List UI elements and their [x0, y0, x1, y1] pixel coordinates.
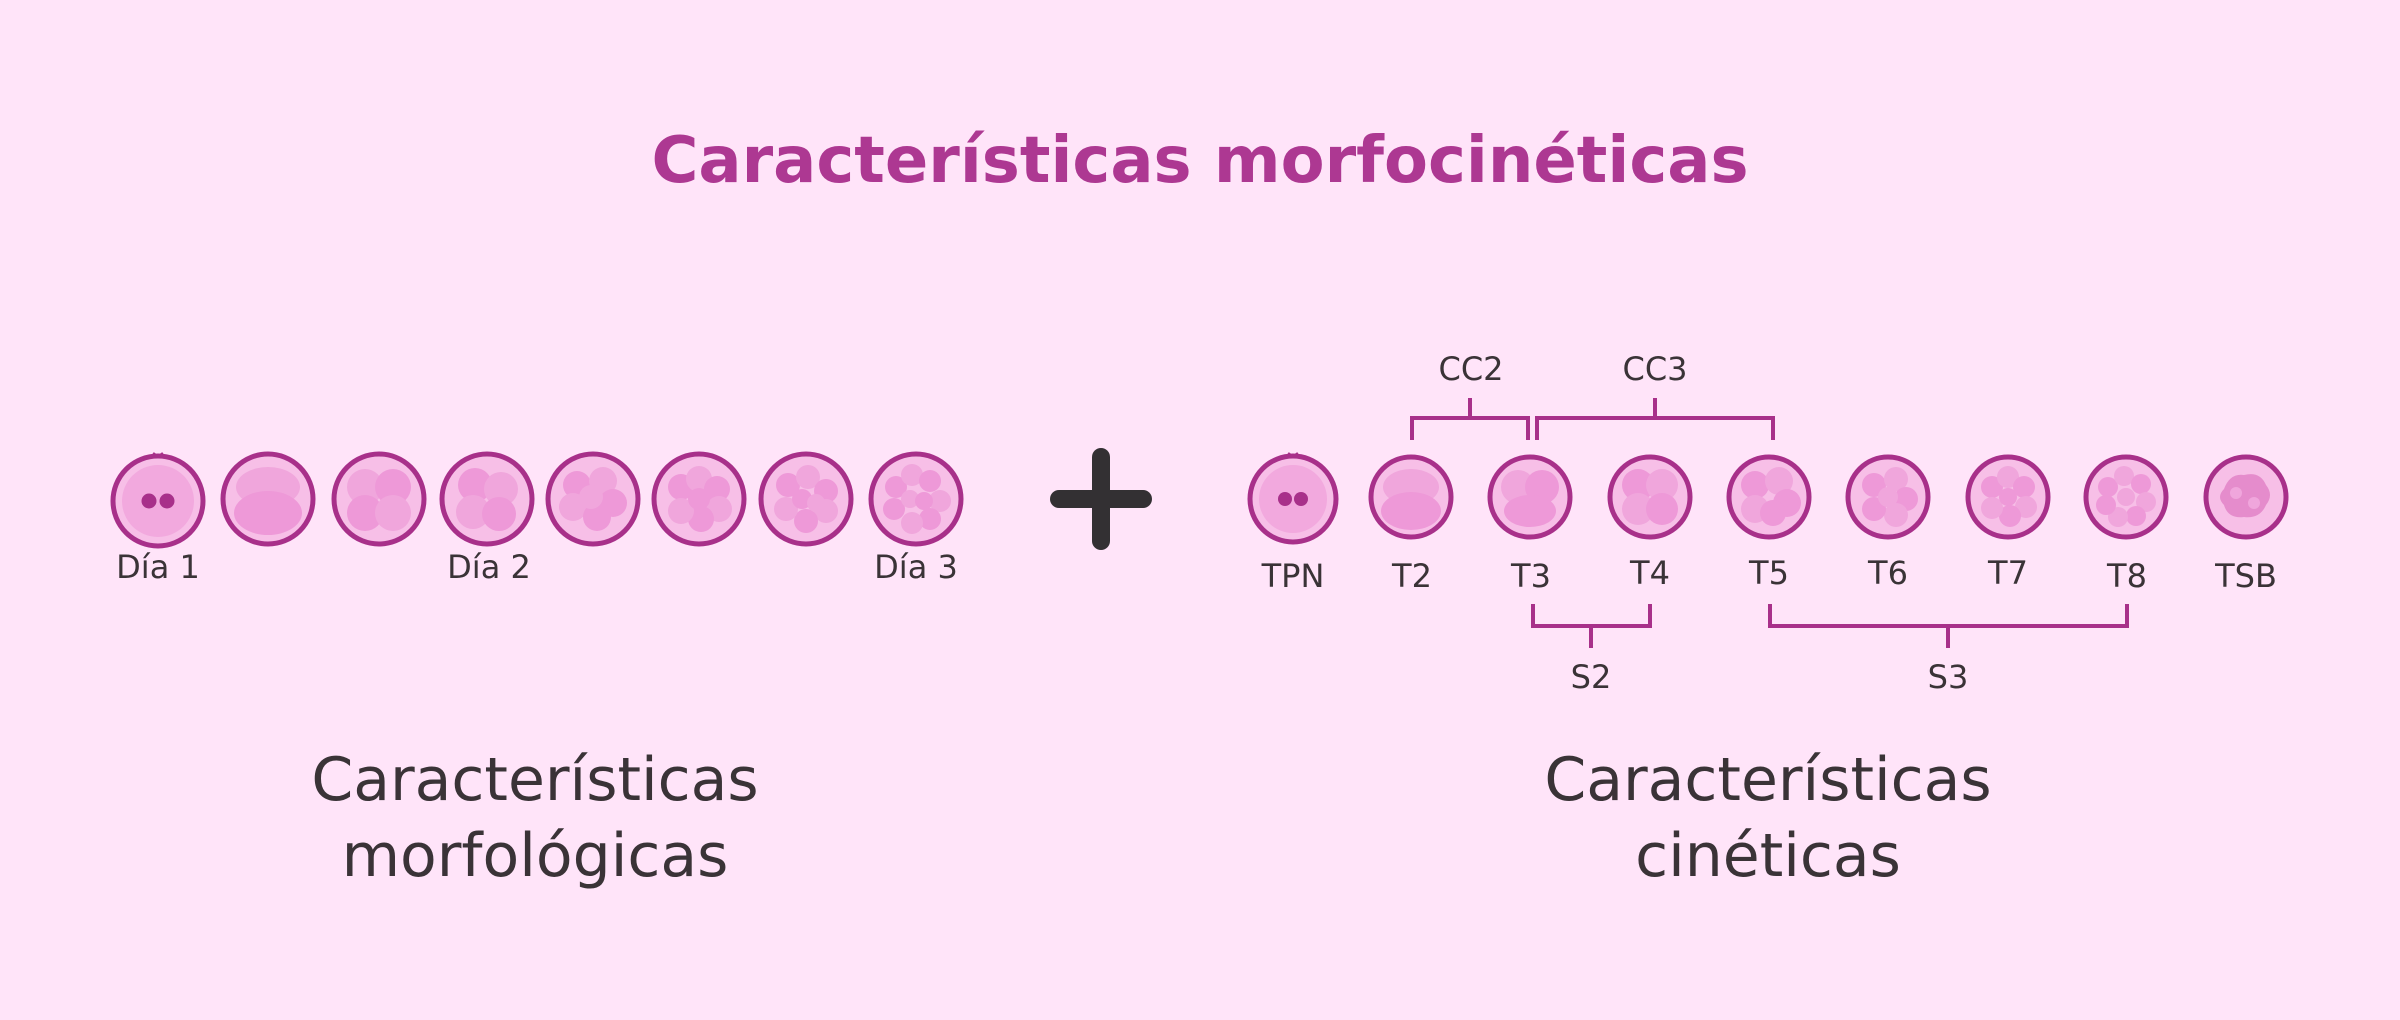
- bracket-cc2: [1410, 398, 1530, 440]
- embryo-t6: [1845, 454, 1931, 540]
- stage-label-t4: T4: [1629, 554, 1670, 592]
- embryo-12cell-day3: [868, 451, 964, 547]
- stage-label-t7: T7: [1987, 554, 2028, 592]
- stage-label-t8: T8: [2106, 557, 2147, 595]
- embryo-t7: [1965, 454, 2051, 540]
- morphology-caption-line2: morfológicas: [342, 821, 729, 891]
- embryo-t8: [2083, 454, 2169, 540]
- kinetics-embryo-row: [1247, 452, 2289, 545]
- embryo-t2: [1368, 454, 1454, 540]
- page-title: Características morfocinéticas: [651, 124, 1748, 198]
- bracket-s3: [1768, 604, 2129, 648]
- embryo-tsb: [2203, 454, 2289, 540]
- embryo-6cell: [545, 451, 641, 547]
- embryo-t5: [1726, 454, 1812, 540]
- embryo-pronuclear-day1: [110, 452, 206, 549]
- stage-label-t5: T5: [1748, 554, 1789, 592]
- kinetics-caption-line1: Características: [1544, 745, 1991, 815]
- stage-label-t3: T3: [1510, 557, 1551, 595]
- morphology-embryo-row: [110, 451, 964, 549]
- stage-label-tsb: TSB: [2214, 557, 2277, 595]
- bracket-label-cc2: CC2: [1438, 350, 1503, 388]
- bracket-label-s3: S3: [1928, 658, 1969, 696]
- stage-label-tpn: TPN: [1261, 557, 1325, 595]
- stage-label-t2: T2: [1391, 557, 1432, 595]
- embryo-10cell: [758, 451, 854, 547]
- morphology-caption-line1: Características: [311, 745, 758, 815]
- stage-label-t6: T6: [1867, 554, 1908, 592]
- embryo-t4: [1607, 454, 1693, 540]
- plus-icon: [1050, 448, 1152, 550]
- embryo-4cell: [331, 451, 427, 547]
- embryo-2cell: [220, 451, 316, 547]
- label-day-1: Día 1: [116, 548, 200, 586]
- bracket-s2: [1531, 604, 1652, 648]
- embryo-4cell-day2: [439, 451, 535, 547]
- bracket-label-s2: S2: [1571, 658, 1612, 696]
- embryo-t3: [1487, 454, 1573, 540]
- embryo-tpn: [1247, 452, 1339, 545]
- kinetics-caption-line2: cinéticas: [1635, 821, 1901, 891]
- bracket-label-cc3: CC3: [1622, 350, 1687, 388]
- label-day-2: Día 2: [447, 548, 531, 586]
- bracket-cc3: [1535, 398, 1775, 440]
- embryo-8cell: [651, 451, 747, 547]
- label-day-3: Día 3: [874, 548, 958, 586]
